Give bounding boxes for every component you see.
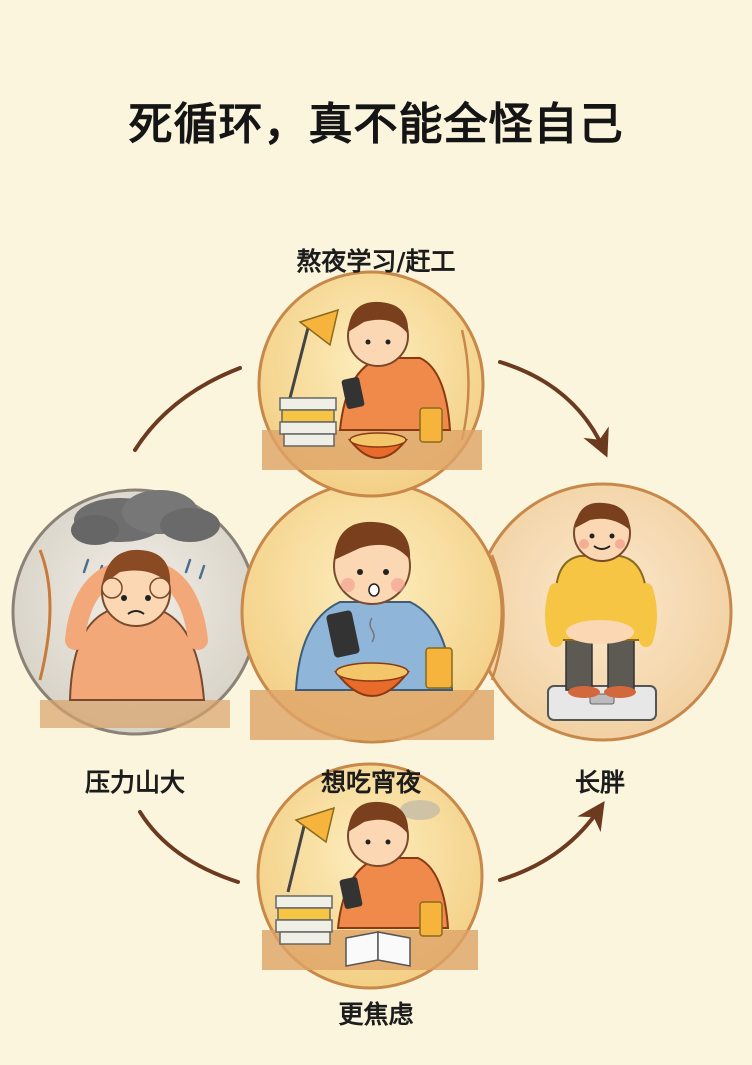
stress-scene [11,488,259,736]
anxiety-scene [256,762,484,990]
storm-cloud-icon [71,490,220,545]
book-stack-icon [279,397,337,447]
juice-glass-icon [425,647,453,689]
node-label-stress: 压力山大 [84,768,185,797]
arrow-anxiety-to-weightgain [498,801,605,882]
late-night-scene [257,270,485,498]
page-title: 死循环，真不能全怪自己 [128,99,624,150]
node-label-weight-gain: 长胖 [574,768,625,797]
weight-gain-scene [473,482,733,742]
book-stack-icon [275,895,333,945]
craving-scene [240,480,504,744]
arrow-stress-to-anxiety [138,810,240,884]
bathroom-scale-icon [547,685,657,721]
cycle-arrows [133,360,609,884]
node-label-anxiety: 更焦虑 [338,1000,414,1029]
node-label-craving: 想吃宵夜 [320,768,421,797]
desk-lamp-icon [286,806,336,893]
node-label-late-night: 熬夜学习/赶工 [296,247,456,276]
open-book-icon [345,931,411,967]
desk-lamp-icon [288,308,340,399]
arrow-stress-to-latenight [133,366,242,452]
arrow-latenight-to-weightgain [498,360,609,458]
noodle-bowl-icon [333,617,411,697]
phone-icon [326,610,360,658]
